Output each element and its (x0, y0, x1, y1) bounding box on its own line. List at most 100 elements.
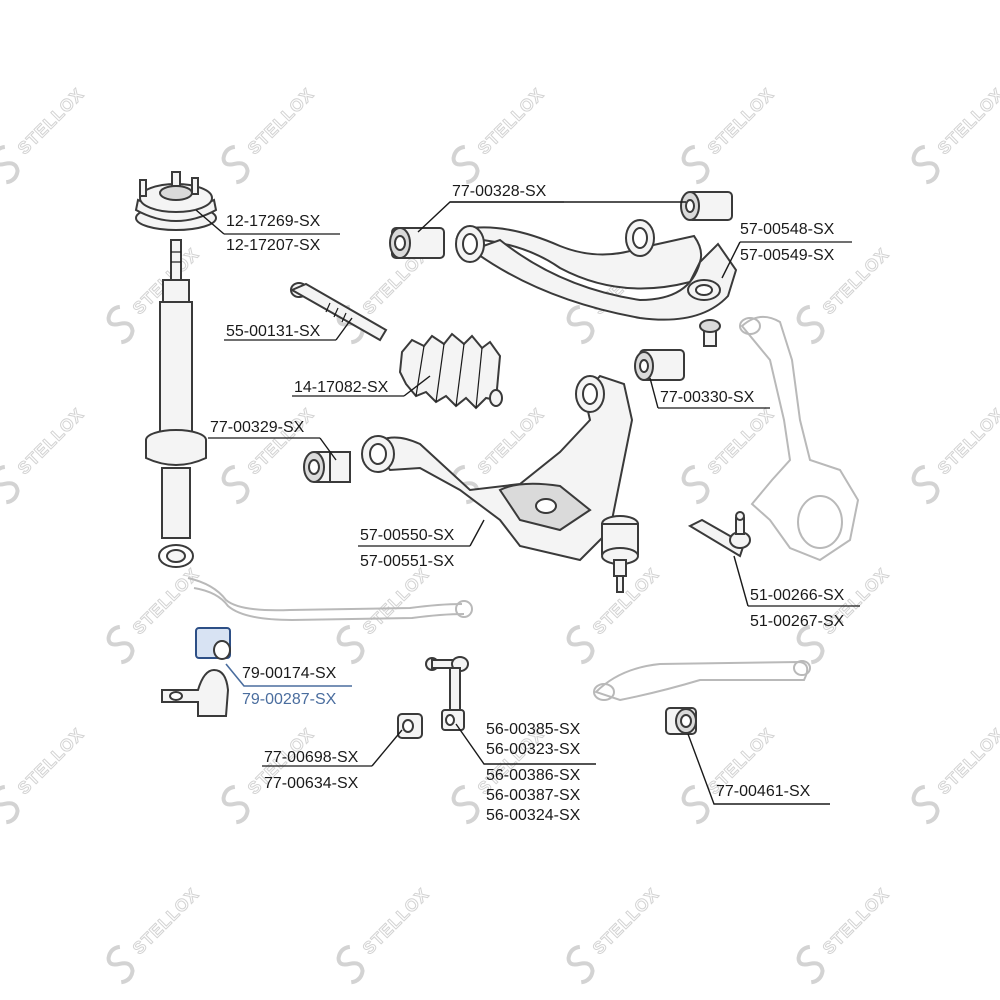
watermark-text: STELLOX (359, 884, 433, 958)
stellox-s-logo-icon (681, 464, 710, 505)
watermark-tile-10: STELLOX (221, 404, 318, 505)
watermark-text: STELLOX (129, 884, 203, 958)
stellox-s-logo-icon (796, 944, 825, 985)
watermark-tile-13: STELLOX (911, 404, 1000, 505)
watermark-text: STELLOX (474, 404, 548, 478)
watermark-text: STELLOX (704, 404, 778, 478)
label-56-00387: 56-00387-SX (486, 787, 581, 804)
watermark-text: STELLOX (934, 84, 1000, 158)
stellox-s-logo-icon (0, 464, 20, 505)
label-77-00329: 77-00329-SX (210, 419, 305, 436)
watermark-tile-22: STELLOX (911, 724, 1000, 825)
label-77-00328: 77-00328-SX (452, 183, 547, 200)
watermark-tile-4: STELLOX (911, 84, 1000, 185)
label-77-00461: 77-00461-SX (716, 783, 811, 800)
tie-rod (289, 282, 388, 342)
stellox-s-logo-icon (451, 784, 480, 825)
stellox-s-logo-icon (336, 944, 365, 985)
watermark-text: STELLOX (474, 84, 548, 158)
label-77-00330: 77-00330-SX (660, 389, 755, 406)
watermark-tile-26: STELLOX (796, 884, 893, 985)
watermark-tile-3: STELLOX (681, 84, 778, 185)
bushing-77-00329 (303, 451, 351, 483)
watermark-text: STELLOX (244, 84, 318, 158)
watermark-text: STELLOX (14, 724, 88, 798)
stellox-s-logo-icon (566, 624, 595, 665)
stellox-s-logo-icon (221, 144, 250, 185)
steering-knuckle (739, 315, 860, 562)
label-12-17269: 12-17269-SX (226, 213, 321, 230)
watermark-text: STELLOX (14, 84, 88, 158)
stellox-s-logo-icon (911, 144, 940, 185)
upper-control-arm (455, 219, 738, 347)
bushing-77-00328 (389, 191, 733, 259)
watermark-tile-24: STELLOX (336, 884, 433, 985)
label-77-00634: 77-00634-SX (264, 775, 359, 792)
label-57-00550: 57-00550-SX (360, 527, 455, 544)
stellox-s-logo-icon (796, 624, 825, 665)
label-12-17207: 12-17207-SX (226, 237, 321, 254)
stellox-s-logo-icon (221, 784, 250, 825)
strut-mount (134, 171, 218, 231)
stellox-s-logo-icon (566, 944, 595, 985)
label-79-00174: 79-00174-SX (242, 665, 337, 682)
bushing-77-00461 (665, 707, 697, 735)
label-57-00551: 57-00551-SX (360, 553, 455, 570)
label-55-00131: 55-00131-SX (226, 323, 321, 340)
label-51-00266: 51-00266-SX (750, 587, 845, 604)
watermark-tile-1: STELLOX (221, 84, 318, 185)
watermark-text: STELLOX (14, 404, 88, 478)
label-14-17082: 14-17082-SX (294, 379, 389, 396)
stellox-s-logo-icon (336, 624, 365, 665)
watermark-tile-0: STELLOX (0, 84, 88, 185)
stabilizer-bar (187, 577, 473, 622)
stabilizer-bracket (161, 668, 230, 717)
tie-rod-end (687, 511, 751, 558)
watermark-tile-17: STELLOX (796, 564, 893, 665)
stellox-s-logo-icon (566, 304, 595, 345)
label-56-00323: 56-00323-SX (486, 741, 581, 758)
watermark-text: STELLOX (129, 564, 203, 638)
label-56-00386: 56-00386-SX (486, 767, 581, 784)
stellox-s-logo-icon (911, 784, 940, 825)
watermark-tile-18: STELLOX (0, 724, 88, 825)
stellox-s-logo-icon (681, 144, 710, 185)
watermark-text: STELLOX (934, 404, 1000, 478)
stabilizer-bushing-highlighted (195, 627, 231, 660)
stellox-s-logo-icon (106, 624, 135, 665)
watermark-tile-2: STELLOX (451, 84, 548, 185)
watermark-text: STELLOX (589, 884, 663, 958)
label-56-00324: 56-00324-SX (486, 807, 581, 824)
watermark-tile-15: STELLOX (336, 564, 433, 665)
watermark-text: STELLOX (359, 564, 433, 638)
stellox-s-logo-icon (0, 784, 20, 825)
bushing-77-00330 (634, 349, 685, 381)
label-79-00287: 79-00287-SX (242, 691, 337, 708)
label-56-00385: 56-00385-SX (486, 721, 581, 738)
stellox-s-logo-icon (911, 464, 940, 505)
stellox-s-logo-icon (0, 144, 20, 185)
watermark-tile-9: STELLOX (0, 404, 88, 505)
watermark-tile-23: STELLOX (106, 884, 203, 985)
stabilizer-link (425, 656, 469, 731)
watermark-text: STELLOX (704, 84, 778, 158)
lower-control-arm (361, 374, 634, 562)
stellox-s-logo-icon (221, 464, 250, 505)
stellox-s-logo-icon (106, 304, 135, 345)
watermark-text: STELLOX (819, 884, 893, 958)
label-51-00267: 51-00267-SX (750, 613, 845, 630)
watermark-tile-14: STELLOX (106, 564, 203, 665)
watermark-tile-19: STELLOX (221, 724, 318, 825)
steering-boot (398, 332, 503, 410)
rear-lower-link (593, 660, 811, 702)
label-77-00698: 77-00698-SX (264, 749, 359, 766)
lower-ball-joint (601, 515, 639, 593)
stellox-s-logo-icon (681, 784, 710, 825)
stellox-s-logo-icon (796, 304, 825, 345)
shock-absorber (145, 239, 207, 568)
stellox-s-logo-icon (451, 144, 480, 185)
label-57-00548: 57-00548-SX (740, 221, 835, 238)
watermark-tile-25: STELLOX (566, 884, 663, 985)
stellox-s-logo-icon (106, 944, 135, 985)
